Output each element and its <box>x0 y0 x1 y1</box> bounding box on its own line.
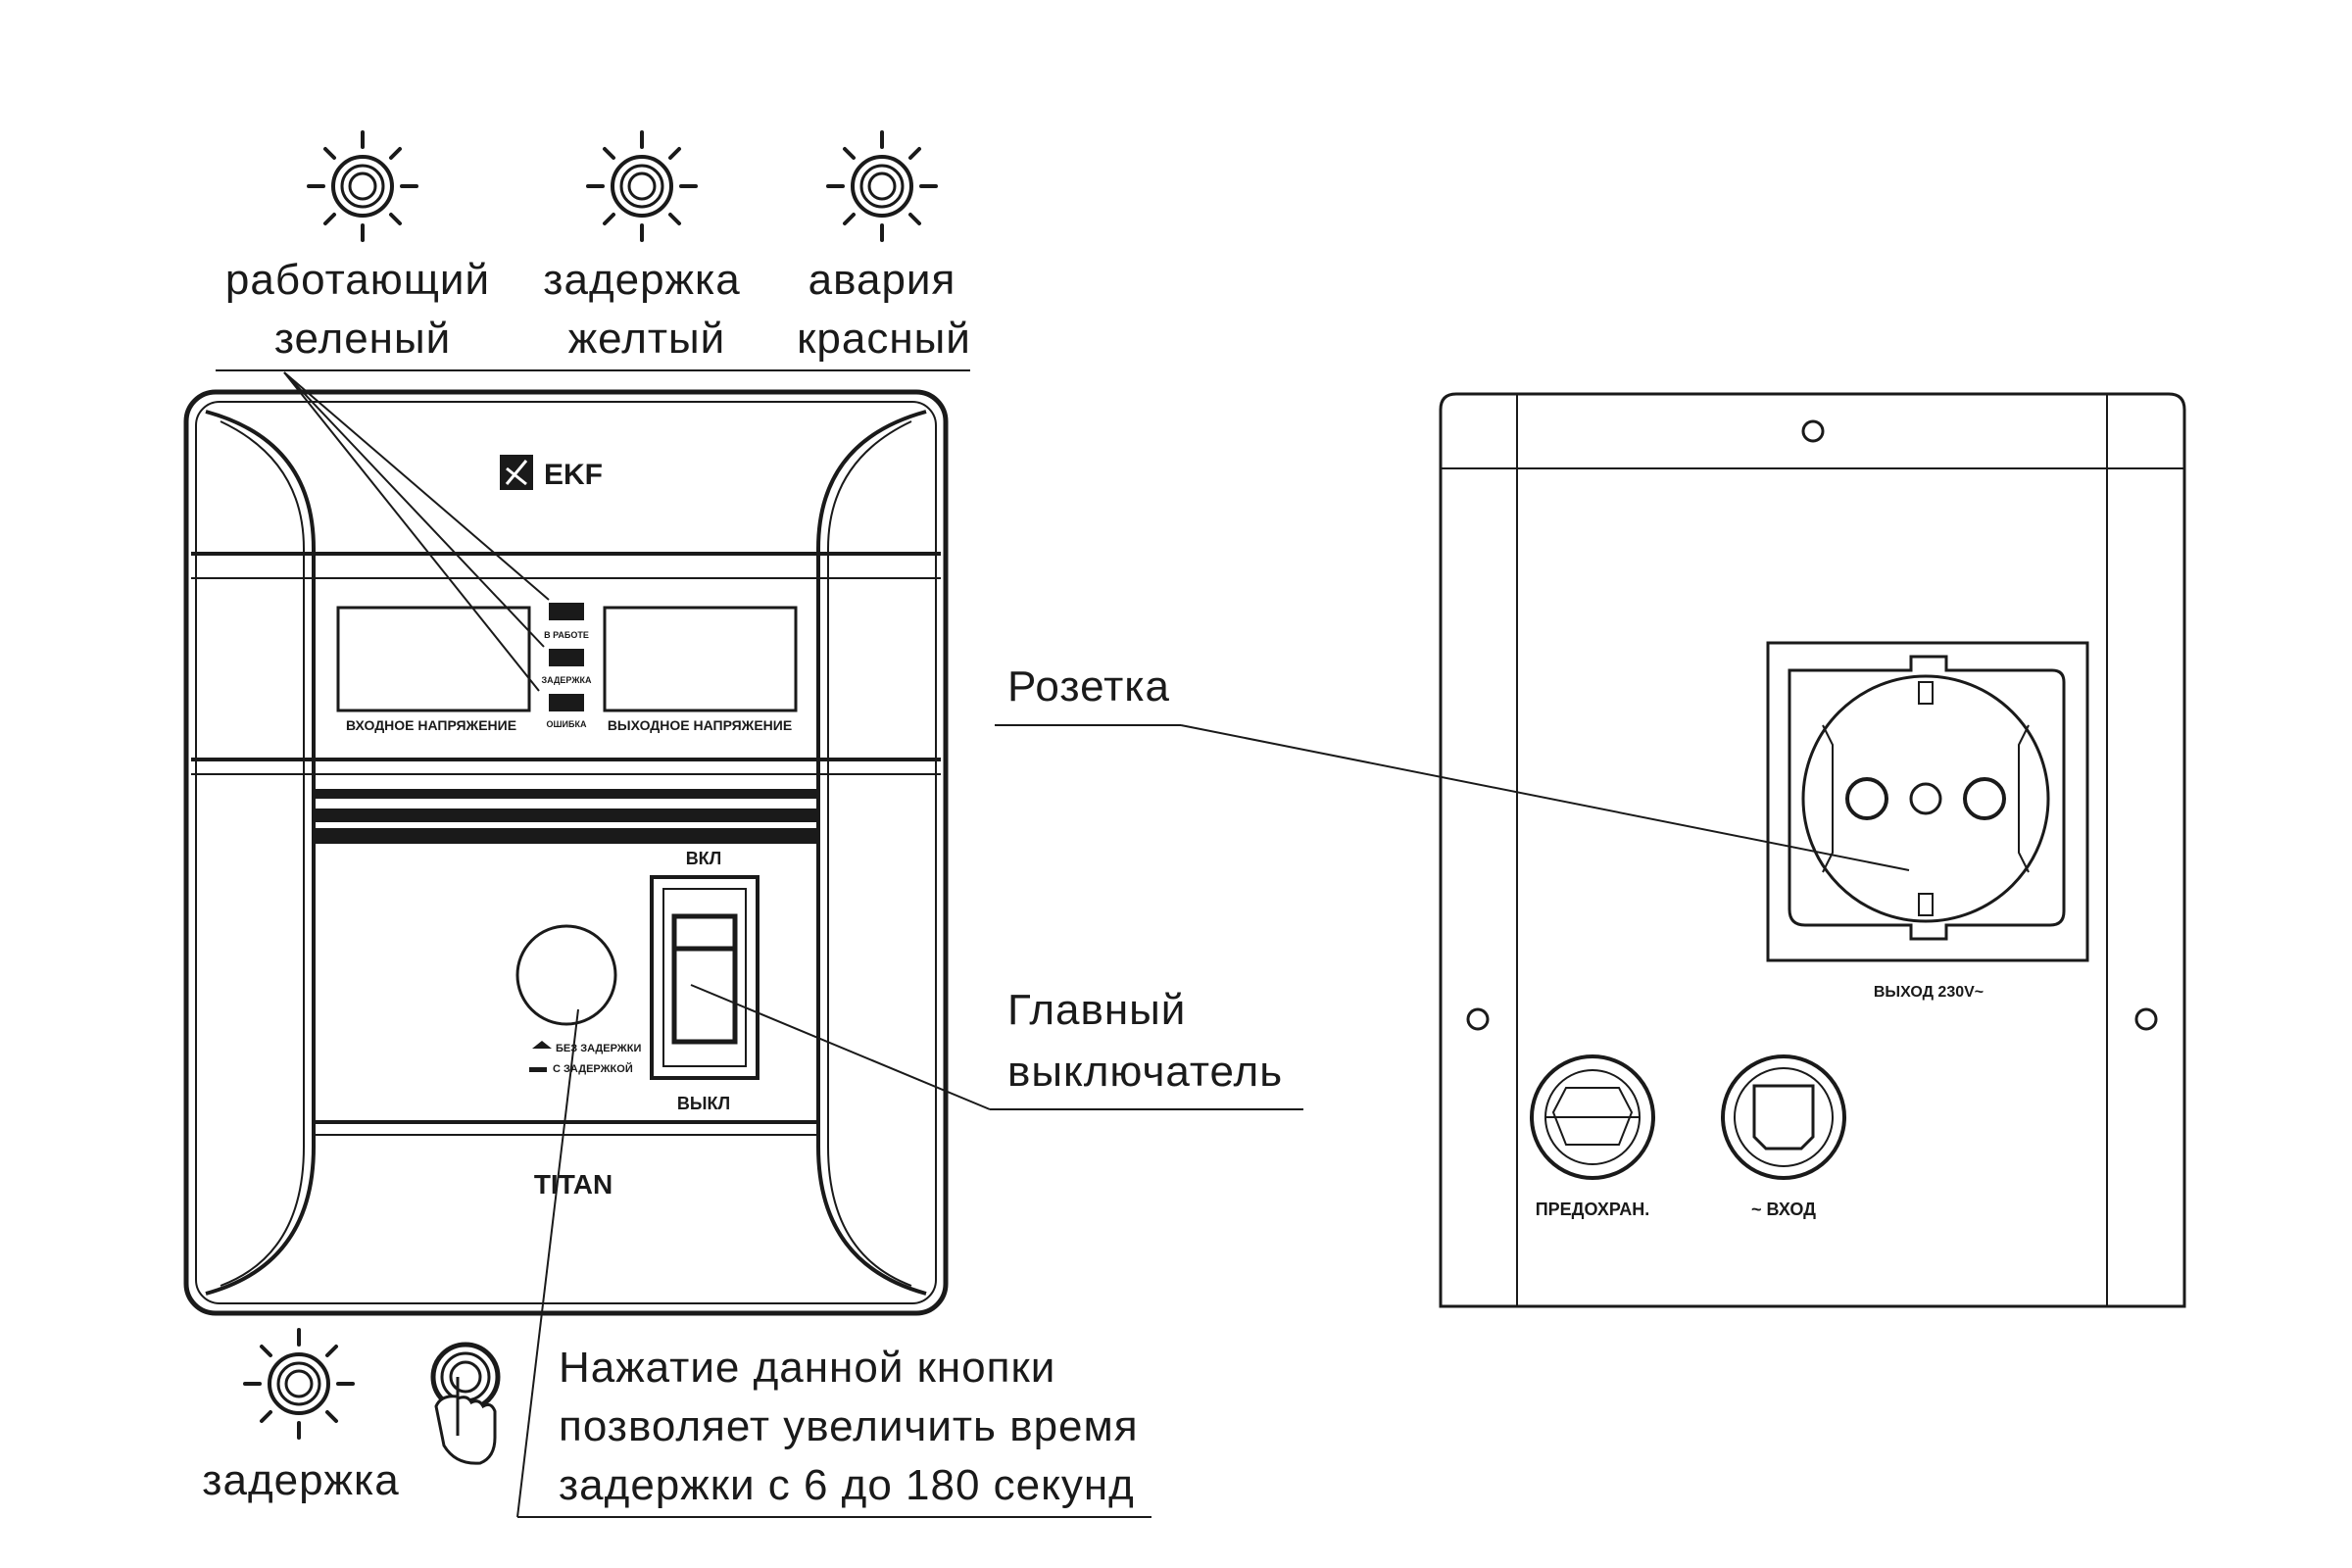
fuse-holder <box>1530 1054 1655 1180</box>
bottom-delay-label: задержка <box>202 1456 399 1504</box>
led-error <box>549 694 584 711</box>
led-working <box>549 603 584 620</box>
main-switch-callout-1: Главный <box>1007 986 1186 1034</box>
input-display-label: ВХОДНОЕ НАПРЯЖЕНИЕ <box>346 717 516 733</box>
lamp-icon-delay-bottom <box>243 1328 355 1440</box>
led-label-delay: ЗАДЕРЖКА <box>542 675 592 685</box>
led-label-error: ОШИБКА <box>547 719 587 729</box>
input-voltage-display <box>336 606 531 712</box>
lamp-icon-delay <box>586 130 698 242</box>
indicator-delay-label-2: желтый <box>568 315 725 363</box>
indicator-alarm-label-2: красный <box>797 315 971 363</box>
socket-callout: Розетка <box>1007 662 1170 710</box>
main-switch[interactable] <box>650 875 760 1080</box>
fuse-label: ПРЕДОХРАН. <box>1536 1200 1650 1219</box>
delay-legend-label-2: С ЗАДЕРЖКОЙ <box>553 1062 633 1075</box>
main-switch-callout-2: выключатель <box>1007 1048 1283 1096</box>
press-button-icon <box>430 1342 501 1465</box>
delay-legend-label-1: БЕЗ ЗАДЕРЖКИ <box>556 1043 641 1054</box>
button-note-line-2: позволяет увеличить время <box>559 1402 1139 1450</box>
front-panel <box>183 389 949 1316</box>
input-connector <box>1721 1054 1846 1180</box>
output-label: ВЫХОД 230V~ <box>1874 984 1984 1001</box>
socket-leader <box>1180 724 1910 871</box>
indicator-leader-lines <box>283 371 550 692</box>
output-display-label: ВЫХОДНОЕ НАПРЯЖЕНИЕ <box>608 717 792 733</box>
indicator-working-label-1: работающий <box>225 256 490 304</box>
lamp-icon-working <box>307 130 418 242</box>
button-note-line-3: задержки с 6 до 180 секунд <box>559 1461 1135 1509</box>
switch-on-label: ВКЛ <box>686 849 722 868</box>
output-voltage-display <box>603 606 798 712</box>
led-delay <box>549 649 584 666</box>
brand-text: EKF <box>544 459 603 491</box>
switch-off-label: ВЫКЛ <box>677 1094 730 1113</box>
indicator-delay-label-1: задержка <box>543 256 740 304</box>
led-indicators <box>549 603 584 711</box>
indicator-working-label-2: зеленый <box>274 315 451 363</box>
delay-button-leader <box>516 1008 579 1518</box>
main-switch-leader <box>690 984 991 1110</box>
vent-stripes <box>314 789 818 843</box>
delay-legend <box>529 1041 552 1072</box>
model-label: TITAN <box>534 1169 612 1200</box>
led-label-working: В РАБОТЕ <box>544 630 589 640</box>
socket-center <box>1909 782 1942 815</box>
socket-pin-left <box>1845 777 1888 820</box>
button-note-line-1: Нажатие данной кнопки <box>559 1344 1055 1392</box>
indicator-alarm-label-1: авария <box>808 256 956 304</box>
back-panel <box>1439 392 2186 1308</box>
lamp-icon-alarm <box>826 130 938 242</box>
power-socket <box>1766 641 2089 962</box>
input-label: ~ ВХОД <box>1751 1200 1816 1219</box>
ekf-logo: EKF <box>500 455 603 491</box>
delay-button[interactable] <box>515 924 617 1026</box>
socket-pin-right <box>1963 777 2006 820</box>
